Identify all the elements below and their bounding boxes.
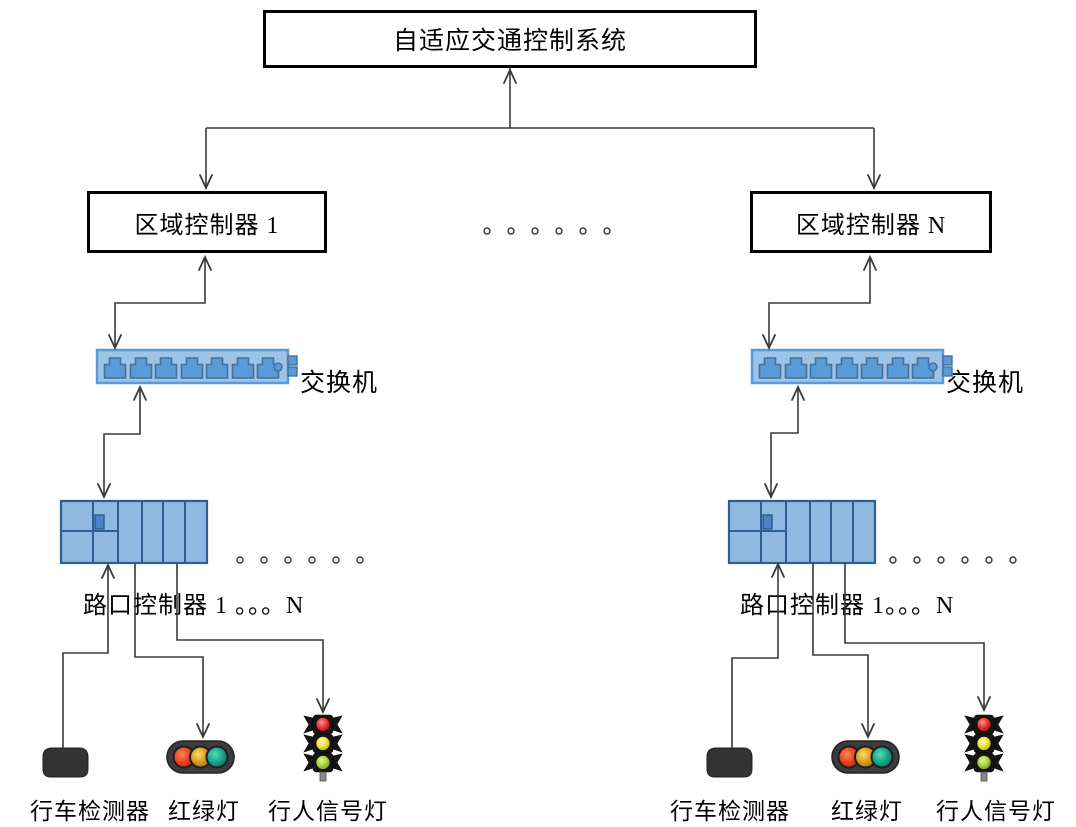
traffic-light-label-left: 红绿灯 — [168, 799, 240, 824]
switch-label-right: 交换机 — [946, 370, 1025, 397]
pedestrian-light-graphic-right — [964, 714, 1004, 782]
ellipsis-dots-regions — [483, 227, 611, 235]
vehicle-detector-label-right: 行车检测器 — [670, 799, 790, 824]
pedestrian-light-label-right: 行人信号灯 — [936, 799, 1056, 824]
pedestrian-light-graphic-left — [303, 714, 343, 782]
vehicle-detector-graphic-left — [42, 747, 89, 778]
plc-graphic-left — [59, 499, 209, 565]
region-controller-n-label: 区域控制器 N — [795, 212, 947, 239]
intersection-controller-label-left: 路口控制器 1 。。。N — [83, 593, 305, 619]
ellipsis-dots-plc-left — [236, 556, 364, 564]
connector-arrowheads — [97, 67, 991, 740]
traffic-light-graphic-left — [166, 740, 235, 774]
ellipsis-dots-plc-right — [889, 556, 1017, 564]
vehicle-detector-graphic-right — [706, 747, 753, 778]
intersection-controller-label-right: 路口控制器 1。。。N — [740, 593, 955, 619]
region-controller-1-label: 区域控制器 1 — [134, 212, 280, 239]
traffic-light-label-right: 红绿灯 — [831, 799, 903, 824]
connector-lines — [62, 68, 985, 748]
system-box: 自适应交通控制系统 — [263, 10, 757, 68]
pedestrian-light-label-left: 行人信号灯 — [268, 799, 388, 824]
plc-graphic-right — [727, 499, 877, 565]
system-title: 自适应交通控制系统 — [392, 28, 627, 55]
traffic-light-graphic-right — [831, 740, 900, 774]
region-controller-n-box: 区域控制器 N — [750, 191, 992, 253]
region-controller-1-box: 区域控制器 1 — [87, 191, 327, 253]
switch-graphic-right — [752, 350, 952, 383]
switch-graphic-left — [97, 350, 297, 383]
vehicle-detector-label-left: 行车检测器 — [30, 799, 150, 824]
switch-label-left: 交换机 — [300, 370, 379, 397]
